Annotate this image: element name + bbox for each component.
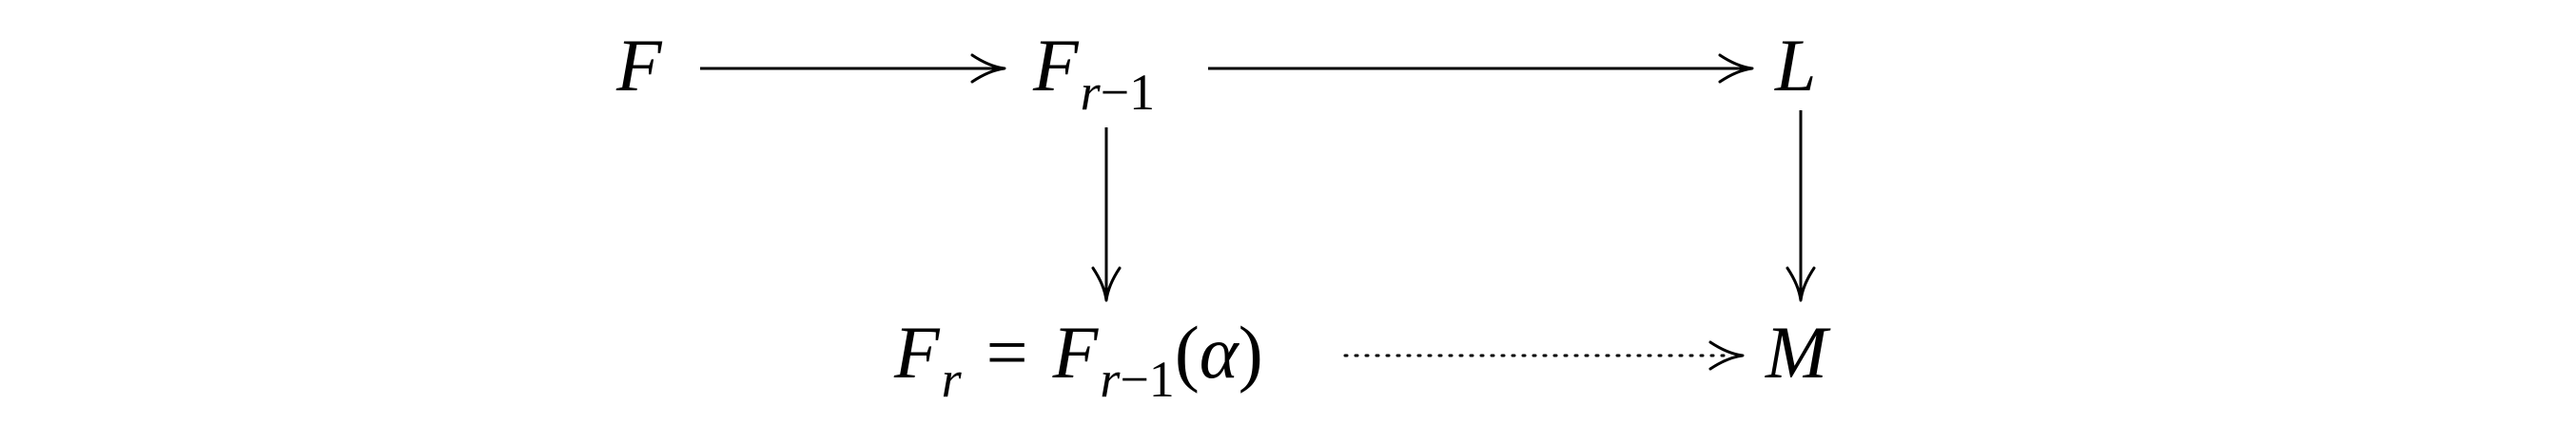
alpha-symbol: α bbox=[1199, 311, 1239, 394]
arrow-L-to-M bbox=[1786, 110, 1816, 302]
close-paren: ) bbox=[1238, 311, 1263, 394]
arrow-Fr-1-to-Fr bbox=[1091, 127, 1122, 302]
equals-sign: = bbox=[986, 311, 1028, 394]
node-M-base: M bbox=[1766, 311, 1827, 394]
subscript-rest: −1 bbox=[1120, 351, 1175, 408]
node-F-r-subscript: r bbox=[942, 351, 962, 408]
arrow-Fr-to-M-dotted bbox=[1343, 340, 1745, 371]
subscript-var: r bbox=[941, 351, 962, 408]
node-F-r-minus-1-base: F bbox=[1033, 24, 1079, 106]
node-F-r-minus-1-subscript: r−1 bbox=[1081, 64, 1155, 121]
node-M: M bbox=[1766, 316, 1827, 390]
node-F-r-minus-1: Fr−1 bbox=[1033, 29, 1155, 119]
open-paren: ( bbox=[1174, 311, 1200, 394]
node-F-r-equation: Fr=Fr−1(α) bbox=[894, 316, 1263, 406]
subscript-var: r bbox=[1100, 351, 1121, 408]
node-L: L bbox=[1775, 29, 1816, 103]
node-F: F bbox=[616, 29, 662, 103]
arrow-Fr-1-to-L bbox=[1208, 53, 1754, 84]
subscript-var: r bbox=[1080, 64, 1101, 121]
node-F-base: F bbox=[616, 24, 662, 106]
subscript-rest: −1 bbox=[1100, 64, 1156, 121]
node-L-base: L bbox=[1775, 24, 1817, 106]
node-F-r-base: F bbox=[894, 311, 940, 394]
arrow-F-to-Fr-1 bbox=[700, 53, 1006, 84]
node-F-r-minus-1-alpha-base: F bbox=[1052, 311, 1099, 394]
node-F-r-minus-1-alpha-subscript: r−1 bbox=[1100, 351, 1174, 408]
